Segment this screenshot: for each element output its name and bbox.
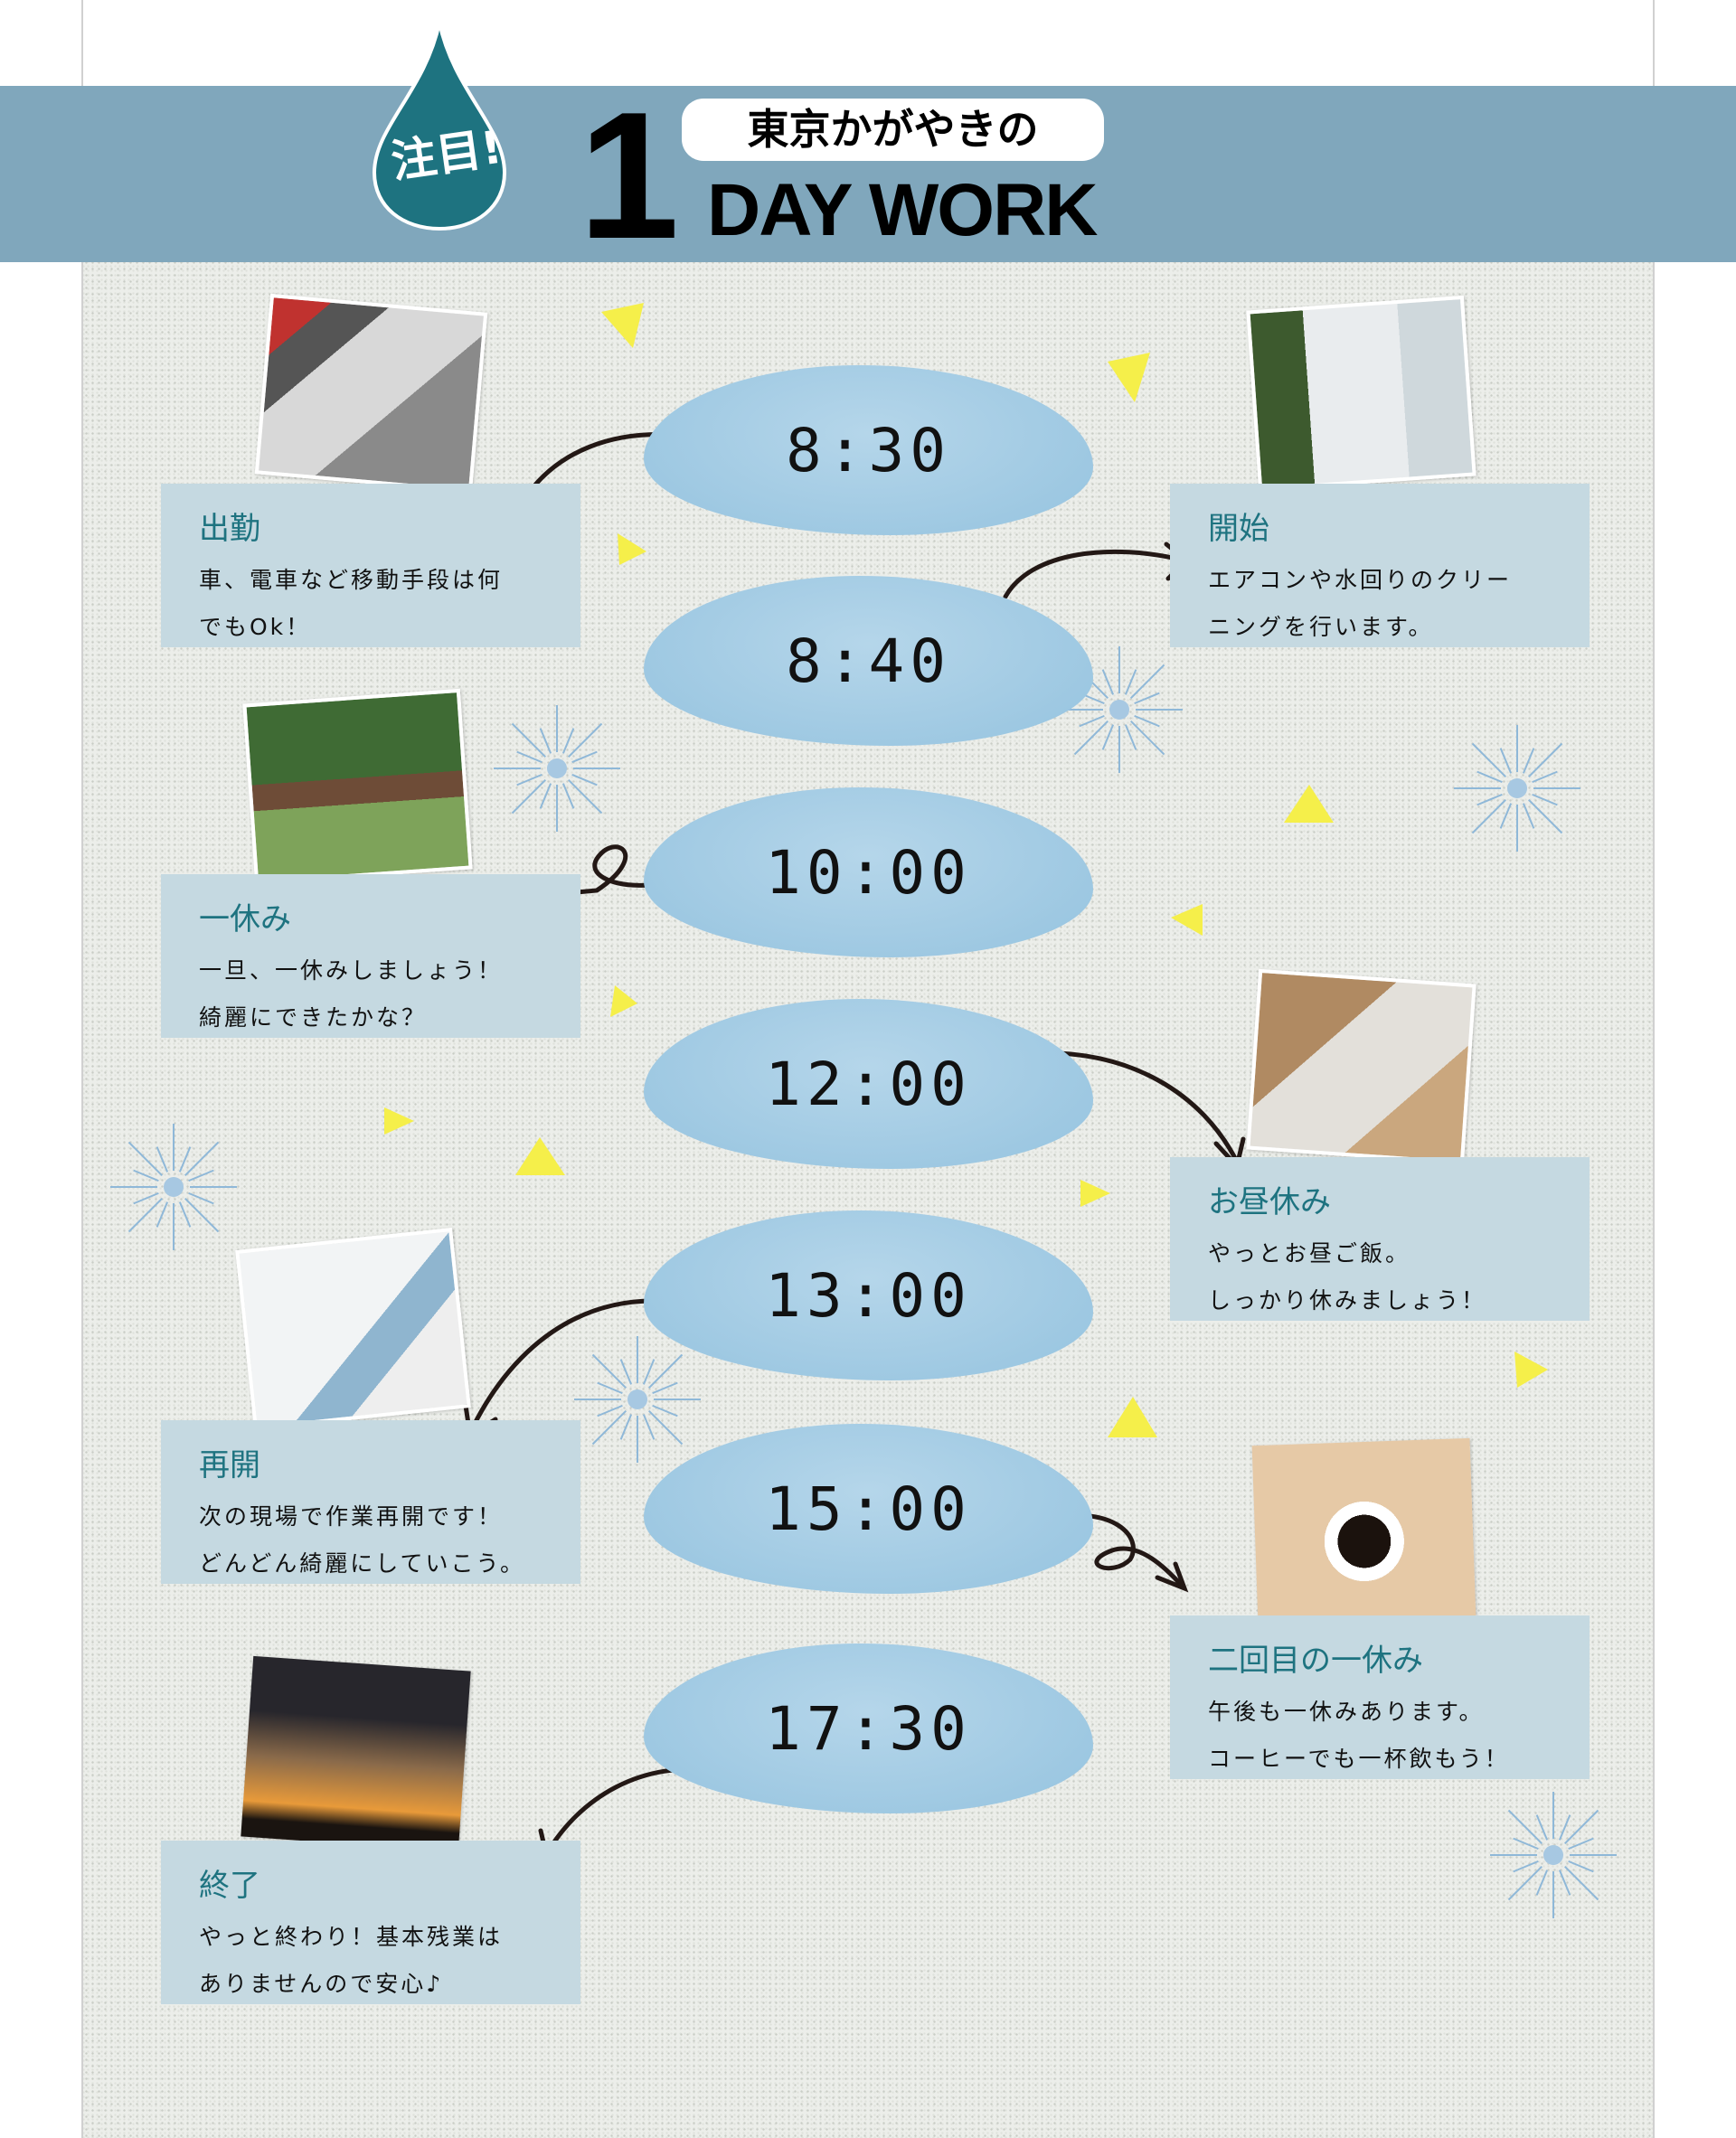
header-number: 1	[579, 75, 680, 277]
card-text-line: 次の現場で作業再開です！	[199, 1503, 504, 1530]
time-cloud: 12:00	[644, 999, 1093, 1169]
schedule-card: 終了 やっと終わり！基本残業は ありませんので安心♪	[161, 1841, 580, 2004]
schedule-card: 開始 エアコンや水回りのクリー ニングを行います。	[1170, 484, 1590, 647]
card-text-line: でもOk！	[199, 614, 312, 640]
time-cloud: 17:30	[644, 1644, 1093, 1813]
card-text-line: やっとお昼ご飯。	[1208, 1240, 1411, 1267]
card-text-line: 午後も一休みあります。	[1208, 1699, 1485, 1725]
card-title: 出勤	[199, 511, 260, 547]
card-title: 一休み	[199, 901, 291, 937]
header-subtitle: 東京かがやきの	[682, 99, 1104, 161]
card-text-line: やっと終わり！基本残業は	[199, 1924, 504, 1950]
card-text-line: しっかり休みましょう！	[1208, 1287, 1487, 1314]
card-title: 二回目の一休み	[1208, 1643, 1423, 1679]
time-cloud: 8:30	[644, 365, 1093, 535]
time-cloud: 15:00	[644, 1424, 1093, 1594]
header-title: DAY WORK	[707, 169, 1099, 251]
card-title: お昼休み	[1208, 1184, 1331, 1220]
photo-park-rest	[242, 688, 473, 885]
card-text-line: エアコンや水回りのクリー	[1208, 567, 1513, 593]
photo-sunset	[241, 1655, 471, 1852]
photo-window-cleaning	[1246, 295, 1477, 492]
time-cloud: 8:40	[644, 576, 1093, 746]
card-title: 終了	[199, 1868, 260, 1904]
card-title: 再開	[199, 1447, 260, 1483]
card-text-line: 車、電車など移動手段は何	[199, 567, 504, 593]
photo-coffee	[1251, 1437, 1477, 1627]
card-text-line: 一旦、一休みしましょう！	[199, 957, 504, 984]
photo-lunch	[1246, 968, 1477, 1165]
attention-drop-badge: 注目!	[371, 19, 508, 232]
card-text-line: コーヒーでも一杯飲もう！	[1208, 1746, 1510, 1772]
schedule-card: 一休み 一旦、一休みしましょう！ 綺麗にできたかな？	[161, 874, 580, 1038]
card-text-line: ニングを行います。	[1208, 614, 1434, 640]
schedule-card: お昼休み やっとお昼ご飯。 しっかり休みましょう！	[1170, 1157, 1590, 1321]
time-cloud: 10:00	[644, 787, 1093, 957]
card-text-line: どんどん綺麗にしていこう。	[199, 1550, 526, 1577]
photo-driving	[254, 293, 488, 494]
schedule-card: 二回目の一休み 午後も一休みあります。 コーヒーでも一杯飲もう！	[1170, 1615, 1590, 1779]
schedule-card: 再開 次の現場で作業再開です！ どんどん綺麗にしていこう。	[161, 1420, 580, 1584]
photo-aircon-cleaning	[235, 1227, 471, 1431]
card-title: 開始	[1208, 511, 1269, 547]
card-text-line: 綺麗にできたかな？	[199, 1004, 428, 1031]
time-cloud: 13:00	[644, 1210, 1093, 1380]
schedule-card: 出勤 車、電車など移動手段は何 でもOk！	[161, 484, 580, 647]
card-text-line: ありませんので安心♪	[199, 1971, 444, 1997]
